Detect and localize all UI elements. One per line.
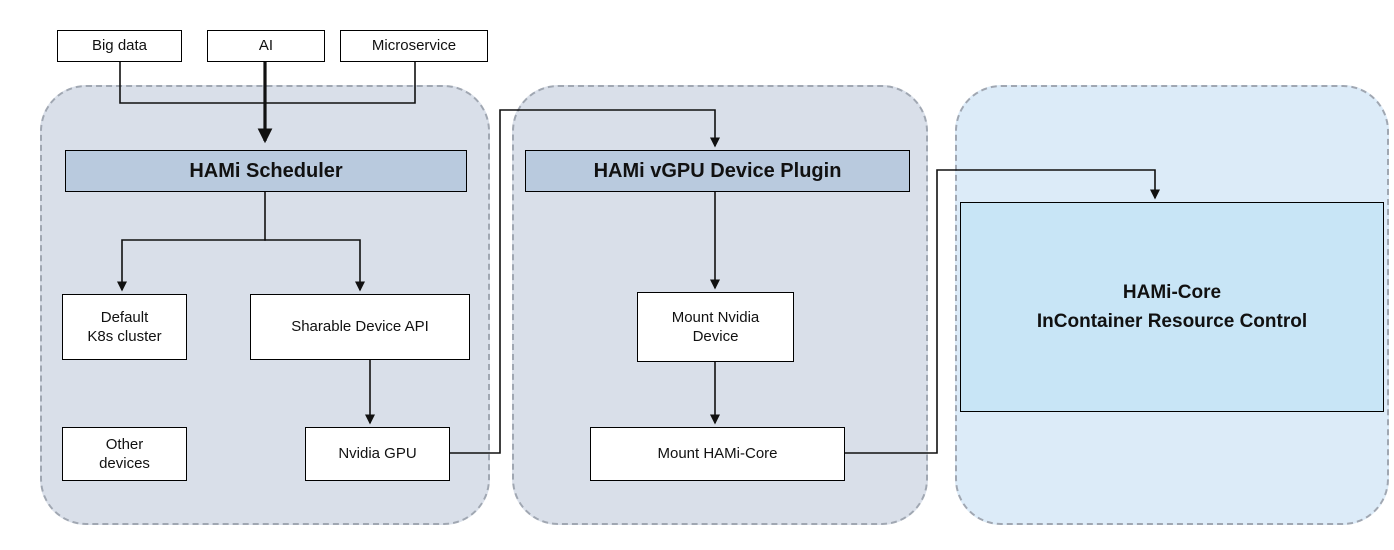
- node-other-devices-line1: Other: [105, 435, 144, 453]
- node-hami-vgpu-device-plugin: HAMi vGPU Device Plugin: [525, 150, 910, 192]
- node-sharable-device-api-label: Sharable Device API: [291, 318, 429, 336]
- node-sharable-device-api: Sharable Device API: [250, 294, 470, 360]
- node-other-devices: Other devices: [62, 427, 187, 481]
- node-nvidia-gpu: Nvidia GPU: [305, 427, 450, 481]
- node-hami-core-line2: InContainer Resource Control: [1036, 311, 1308, 332]
- node-hami-core-incontainer-resource-control: HAMi-Core InContainer Resource Control: [960, 202, 1384, 412]
- node-nvidia-gpu-label: Nvidia GPU: [338, 445, 417, 463]
- node-big-data: Big data: [57, 30, 182, 62]
- node-hami-scheduler-label: HAMi Scheduler: [189, 160, 343, 182]
- node-ai: AI: [207, 30, 325, 62]
- node-hami-vgpu-device-plugin-label: HAMi vGPU Device Plugin: [593, 160, 842, 182]
- node-default-k8s-cluster: Default K8s cluster: [62, 294, 187, 360]
- node-mount-hami-core: Mount HAMi-Core: [590, 427, 845, 481]
- node-default-k8s-line2: K8s cluster: [87, 328, 162, 345]
- node-mount-nvidia-line2: Device: [692, 328, 739, 345]
- node-default-k8s-line1: Default: [100, 308, 149, 326]
- node-mount-nvidia-device: Mount Nvidia Device: [637, 292, 794, 362]
- node-hami-scheduler: HAMi Scheduler: [65, 150, 467, 192]
- node-big-data-label: Big data: [91, 37, 148, 55]
- node-microservice: Microservice: [340, 30, 488, 62]
- node-hami-core-line1: HAMi-Core: [1122, 281, 1222, 303]
- node-mount-nvidia-line1: Mount Nvidia: [671, 308, 760, 326]
- node-other-devices-line2: devices: [99, 455, 150, 472]
- node-ai-label: AI: [258, 37, 274, 55]
- node-microservice-label: Microservice: [371, 37, 457, 55]
- node-mount-hami-core-label: Mount HAMi-Core: [657, 445, 778, 463]
